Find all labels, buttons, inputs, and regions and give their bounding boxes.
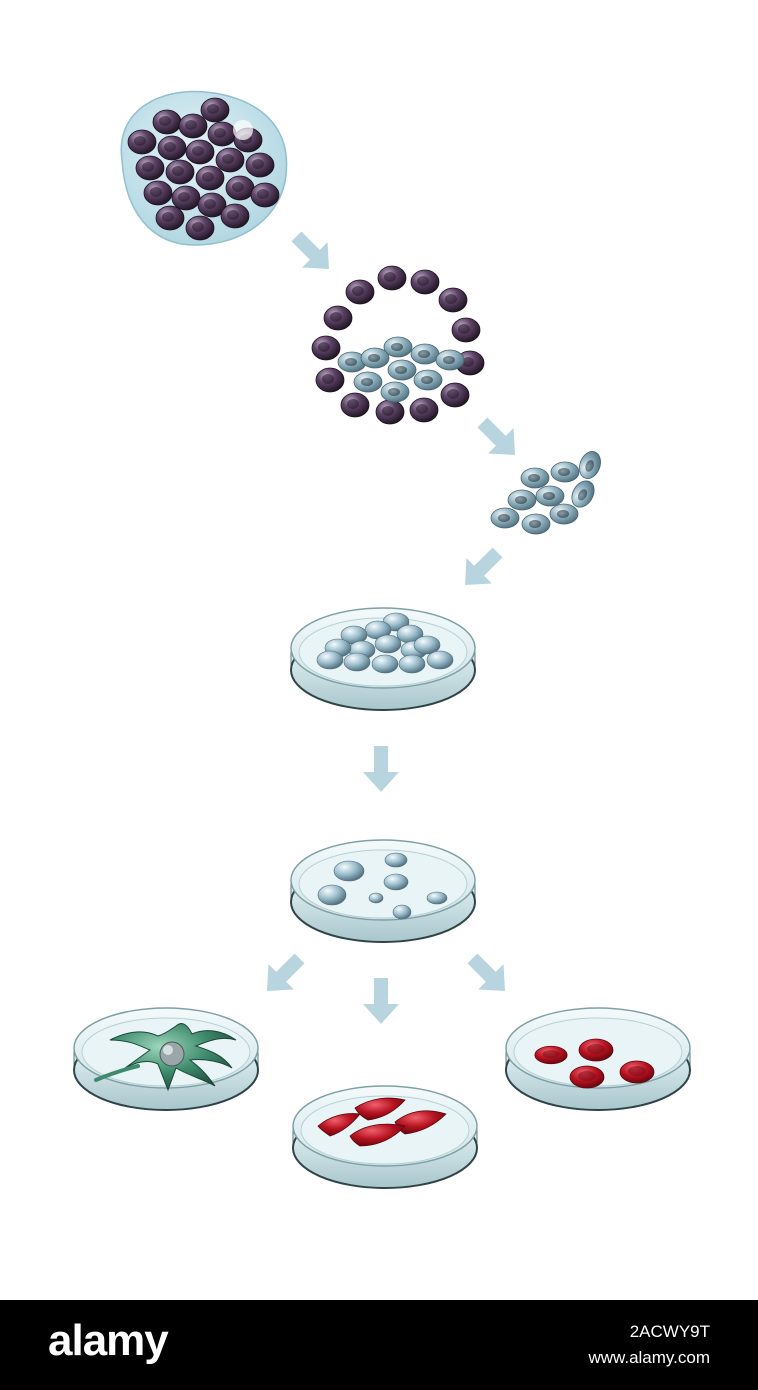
nerve-cell <box>94 1023 237 1092</box>
stem-cell-diagram <box>73 90 691 1189</box>
flow-arrow-icon <box>469 409 528 468</box>
flow-arrow-icon <box>459 945 518 1004</box>
watermark-bar: alamy 2ACWY9T www.alamy.com <box>0 1300 758 1390</box>
flow-arrow-icon <box>452 539 511 598</box>
petri-dish-icon <box>292 1085 478 1189</box>
muscle-cells <box>317 1097 447 1147</box>
petri-dish-icon <box>505 1007 691 1111</box>
flow-arrow-icon <box>363 746 399 792</box>
flow-arrow-icon <box>283 223 342 282</box>
flow-arrow-icon <box>363 978 399 1024</box>
site-url: www.alamy.com <box>588 1348 710 1367</box>
cell-cluster-icon <box>120 90 288 246</box>
stem-cell-cluster <box>490 447 605 535</box>
petri-dish-icon <box>290 839 476 943</box>
petri-dish-icon <box>290 607 476 711</box>
blastocyst-icon <box>311 265 485 425</box>
flow-arrow-icon <box>254 945 313 1004</box>
image-id: 2ACWY9T <box>629 1322 710 1341</box>
petri-dish-icon <box>73 1007 259 1111</box>
brand-logo: alamy <box>48 1316 169 1365</box>
